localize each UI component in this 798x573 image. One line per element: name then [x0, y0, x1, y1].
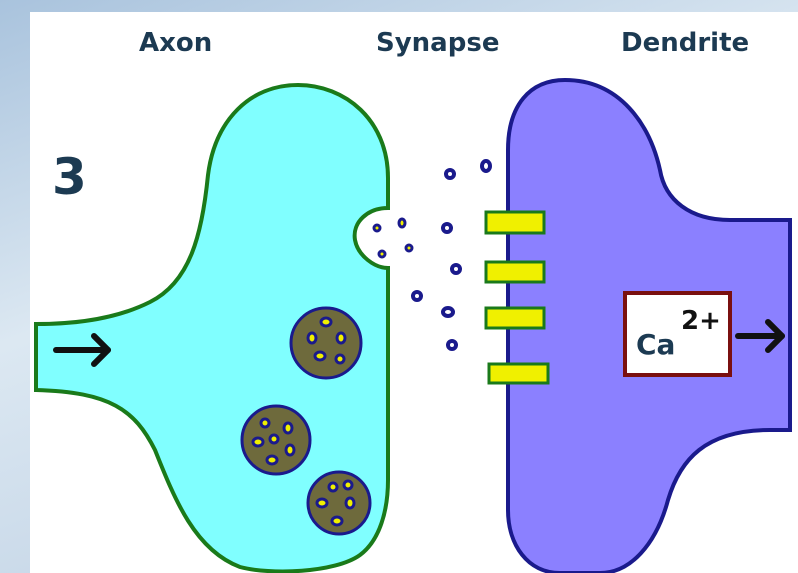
heading-axon: Axon [139, 28, 213, 58]
receptor-3 [484, 306, 546, 330]
heading-dendrite: Dendrite [621, 28, 750, 58]
heading-synapse: Synapse [376, 28, 500, 58]
calcium-charge: 2+ [681, 306, 721, 336]
calcium-symbol: Ca [636, 328, 675, 361]
right-arrow-icon [735, 319, 785, 353]
neurotransmitter-molecules [372, 217, 414, 259]
right-arrow-icon [53, 333, 111, 367]
vesicle-large-1 [289, 306, 363, 380]
neurotransmitter-molecules-cleft [411, 159, 492, 351]
receptors [484, 210, 550, 385]
vesicle-large-2 [240, 404, 312, 476]
receptor-4 [487, 362, 550, 385]
vesicle-large-3 [306, 470, 372, 536]
calcium-ion-box [623, 291, 732, 377]
receptor-2 [484, 260, 546, 284]
receptor-1 [484, 210, 546, 235]
step-number: 3 [52, 148, 87, 206]
